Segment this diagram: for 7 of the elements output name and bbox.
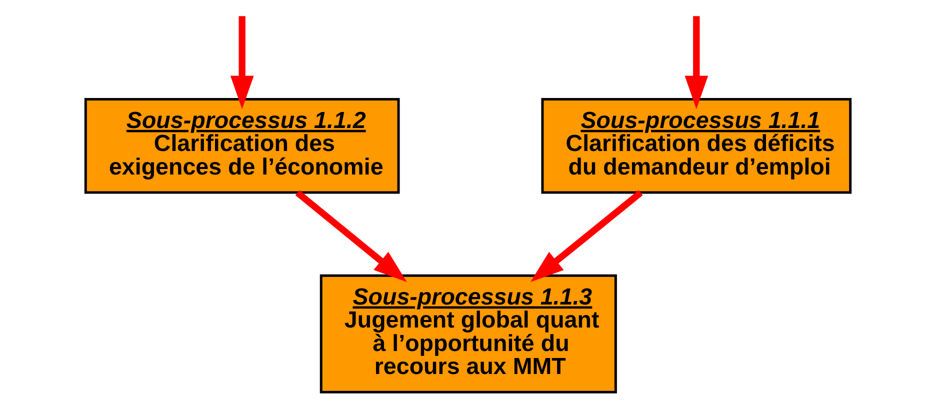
arrow [230,16,254,110]
node-box: Sous-processus 1.1.3 Jugement global quant à l’opportunité du recours aux MMT [320,274,617,394]
arrow [530,190,643,282]
node-box: Sous-processus 1.1.2 Clarification des exigences de l’économie [84,98,400,194]
arrow [684,16,708,110]
arrow [295,190,407,282]
node-box: Sous-processus 1.1.1 Clarification des déficits du demandeur d’emploi [541,98,852,194]
